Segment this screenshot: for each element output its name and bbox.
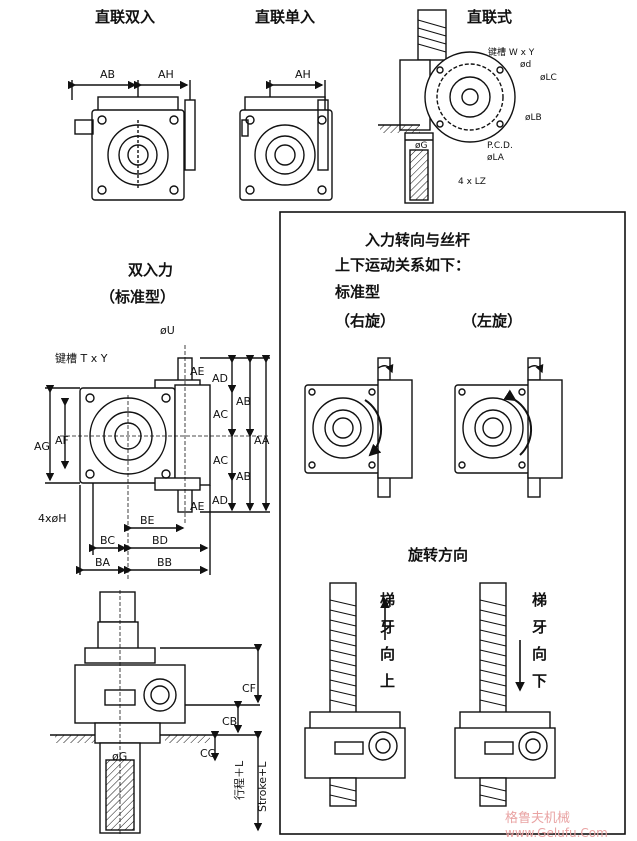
panel-right-hand: （右旋） bbox=[335, 312, 395, 330]
label-phi-d: ød bbox=[520, 60, 531, 70]
double-input-subtitle: （标准型） bbox=[100, 288, 175, 306]
dim-cb: CB bbox=[222, 715, 237, 728]
dim-bd: BD bbox=[152, 534, 168, 547]
dim-phi-g-bottom: øG bbox=[112, 750, 127, 763]
label-stroke-en: Stroke+L bbox=[256, 761, 269, 812]
panel-title-line2: 上下运动关系如下： bbox=[335, 256, 470, 274]
down-char-3: 向 bbox=[532, 645, 547, 663]
label-phi-la: øLA bbox=[487, 153, 505, 163]
dim-ae-lower: AE bbox=[190, 500, 205, 513]
label-keyway-txy: 键槽 T x Y bbox=[55, 351, 108, 365]
label-4xlz: 4 x LZ bbox=[458, 177, 486, 187]
dim-ac-lower: AC bbox=[213, 454, 228, 467]
label-phi-lc: øLC bbox=[540, 73, 557, 83]
view-title-direct: 直联式 bbox=[467, 8, 512, 26]
panel-standard: 标准型 bbox=[334, 283, 380, 301]
up-char-4: 上 bbox=[380, 672, 395, 690]
dim-ab-upper: AB bbox=[236, 395, 251, 408]
watermark-url: www.Gelufu.Com bbox=[505, 826, 608, 840]
dim-ab-lower: AB bbox=[236, 470, 251, 483]
view-title-direct-double: 直联双入 bbox=[95, 8, 155, 26]
jack-side-view bbox=[50, 590, 263, 835]
dim-ad-lower: AD bbox=[212, 494, 228, 507]
dim-bc: BC bbox=[100, 534, 115, 547]
dim-ah-top-mid: AH bbox=[295, 68, 311, 81]
label-keyway-wy: 键槽 W x Y bbox=[488, 46, 535, 58]
label-phi-lb: øLB bbox=[525, 113, 542, 123]
dim-ag: AG bbox=[34, 440, 50, 453]
dim-ad-upper: AD bbox=[212, 372, 228, 385]
rotation-direction-title: 旋转方向 bbox=[407, 546, 468, 564]
dim-af: AF bbox=[55, 434, 69, 447]
dim-cc: CC bbox=[200, 747, 216, 760]
dim-ah-top-left: AH bbox=[158, 68, 174, 81]
dim-ae-upper: AE bbox=[190, 365, 205, 378]
gearbox-direct-single bbox=[239, 80, 333, 201]
direction-panel bbox=[279, 211, 626, 835]
dim-4xh: 4xøH bbox=[38, 512, 67, 525]
panel-left-hand: （左旋） bbox=[462, 312, 522, 330]
view-title-direct-single: 直联单入 bbox=[255, 8, 315, 26]
dim-cf: CF bbox=[242, 682, 256, 695]
down-char-2: 牙 bbox=[532, 618, 547, 636]
gearbox-direct-type bbox=[378, 9, 516, 204]
dim-ac-upper: AC bbox=[213, 408, 228, 421]
down-char-4: 下 bbox=[532, 672, 547, 690]
jack-screw-down bbox=[454, 582, 556, 807]
up-char-1: 梯 bbox=[380, 591, 395, 609]
gearbox-right-hand bbox=[304, 357, 413, 498]
label-phi-g-top: øG bbox=[415, 141, 428, 151]
down-char-1: 梯 bbox=[532, 591, 547, 609]
up-char-3: 向 bbox=[380, 645, 395, 663]
gearbox-left-hand bbox=[454, 357, 563, 498]
dim-ab-top: AB bbox=[100, 68, 115, 81]
dim-be: BE bbox=[140, 514, 155, 527]
label-pcd: P.C.D. bbox=[487, 141, 513, 151]
label-stroke-cn: 行程＋L bbox=[233, 760, 246, 800]
watermark-cn: 格鲁夫机械 bbox=[505, 810, 570, 826]
jack-screw-up bbox=[304, 582, 406, 807]
dim-aa: AA bbox=[254, 434, 270, 447]
double-input-title: 双入力 bbox=[128, 261, 173, 279]
panel-title-line1: 入力转向与丝杆 bbox=[365, 231, 470, 249]
gearbox-double-input bbox=[45, 345, 271, 580]
dim-bb: BB bbox=[157, 556, 172, 569]
gearbox-direct-double bbox=[68, 80, 196, 201]
dim-ba: BA bbox=[95, 556, 111, 569]
dim-phi-u: øU bbox=[160, 324, 175, 337]
up-char-2: 牙 bbox=[380, 618, 395, 636]
